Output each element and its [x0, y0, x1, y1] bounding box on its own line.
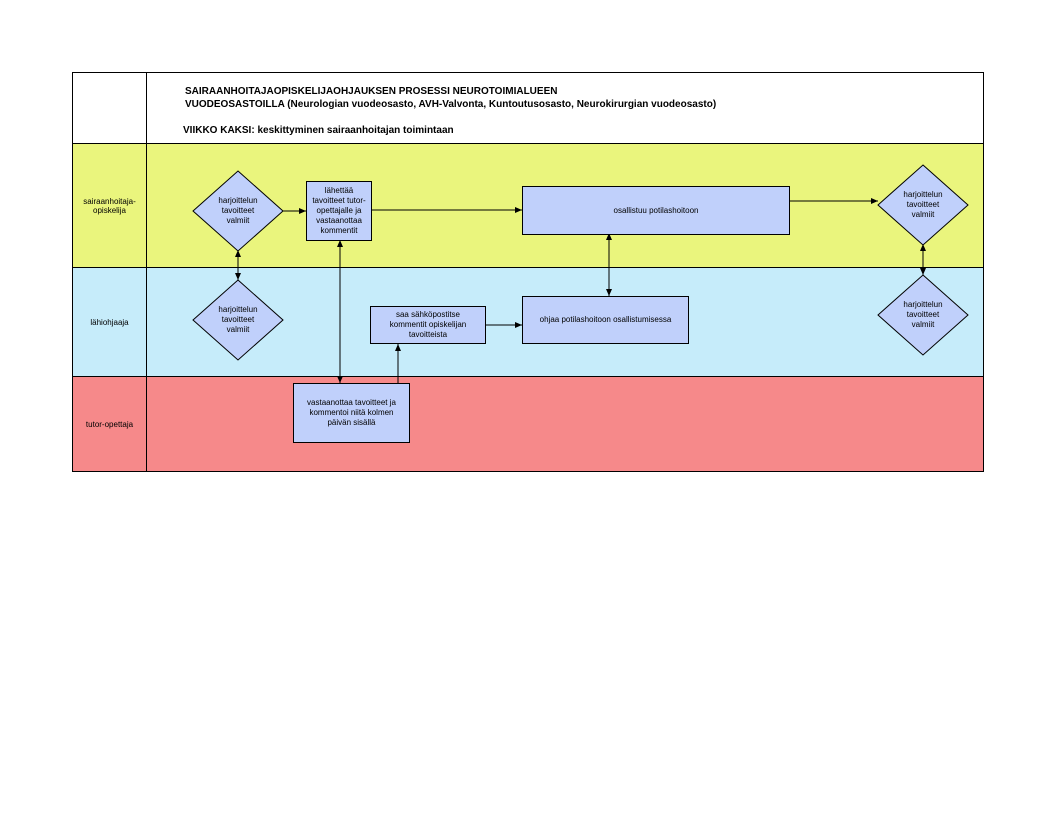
lane-label-tutor: tutor-opettaja: [72, 376, 147, 472]
diamond-1-text: harjoittelun tavoitteet valmiit: [218, 196, 258, 225]
header-area: [72, 72, 984, 144]
process-box-email-comments: saa sähköpostitse kommentit opiskelijan …: [370, 306, 486, 344]
process-box-participate: osallistuu potilashoitoon: [522, 186, 790, 235]
diamond-4-text: harjoittelun tavoitteet valmiit: [903, 300, 943, 329]
diamond-2-text: harjoittelun tavoitteet valmiit: [218, 305, 258, 334]
title-line-2: VUODEOSASTOILLA (Neurologian vuodeosasto…: [185, 99, 717, 110]
decision-diamond-4: [877, 274, 969, 356]
process-box-tutor: vastaanottaa tavoitteet ja kommentoi nii…: [293, 383, 410, 443]
diamond-3-text: harjoittelun tavoitteet valmiit: [903, 190, 943, 219]
lane-tutor: [72, 376, 984, 472]
title-line-1: SAIRAANHOITAJAOPISKELIJAOHJAUKSEN PROSES…: [185, 86, 558, 97]
process-box-guide: ohjaa potilashoitoon osallistumisessa: [522, 296, 689, 344]
process-box-send-goals: lähettää tavoitteet tutor- opettajalle j…: [306, 181, 372, 241]
decision-diamond-2: [192, 279, 284, 361]
subtitle: VIIKKO KAKSI: keskittyminen sairaanhoita…: [183, 125, 454, 136]
